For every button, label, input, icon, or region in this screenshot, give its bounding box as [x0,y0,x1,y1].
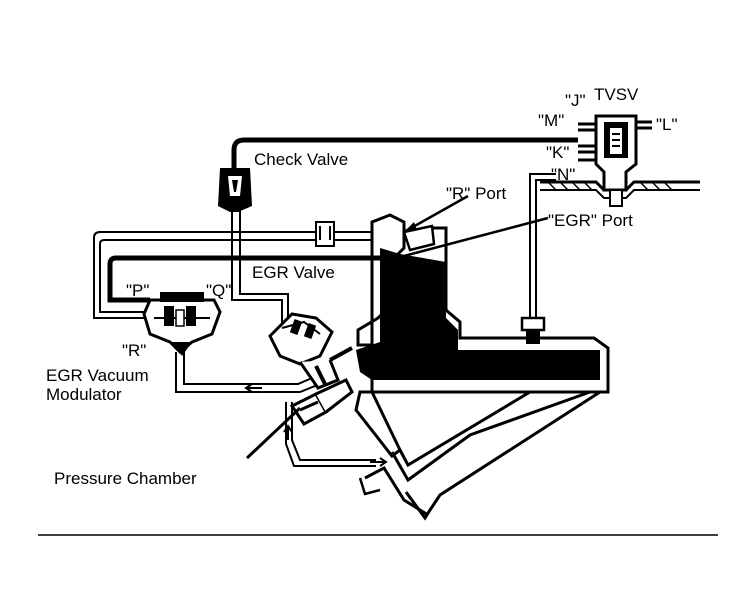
label-port-n: "N" [551,165,575,184]
label-egr-port: "EGR" Port [548,211,633,230]
label-port-p: "P" [126,281,149,300]
egr-valve [268,312,353,390]
vacuum-hoses [93,137,578,467]
label-modulator-line2: Modulator [46,385,122,404]
tvsv-valve [540,114,700,207]
label-modulator-line1: EGR Vacuum [46,366,149,385]
callout-lines [245,194,549,460]
label-r-port: "R" Port [446,184,507,203]
label-check-valve: Check Valve [254,150,348,169]
egr-vacuum-modulator [142,292,222,356]
labels: TVSV "J" "M" "L" "K" "N" Check Valve "R"… [46,85,678,488]
label-egr-valve: EGR Valve [252,263,335,282]
label-port-q: "Q" [206,281,231,300]
label-port-j: "J" [565,91,586,110]
label-port-r: "R" [122,341,146,360]
label-port-m: "M" [538,111,564,130]
pressure-chamber [289,378,354,426]
throttle-body-casting [354,213,610,521]
label-tvsv: TVSV [594,85,639,104]
label-port-k: "K" [546,143,569,162]
manifold-port-fitting [520,316,546,344]
check-valve [218,168,252,212]
label-port-l: "L" [656,115,678,134]
label-pressure-chamber: Pressure Chamber [54,469,197,488]
